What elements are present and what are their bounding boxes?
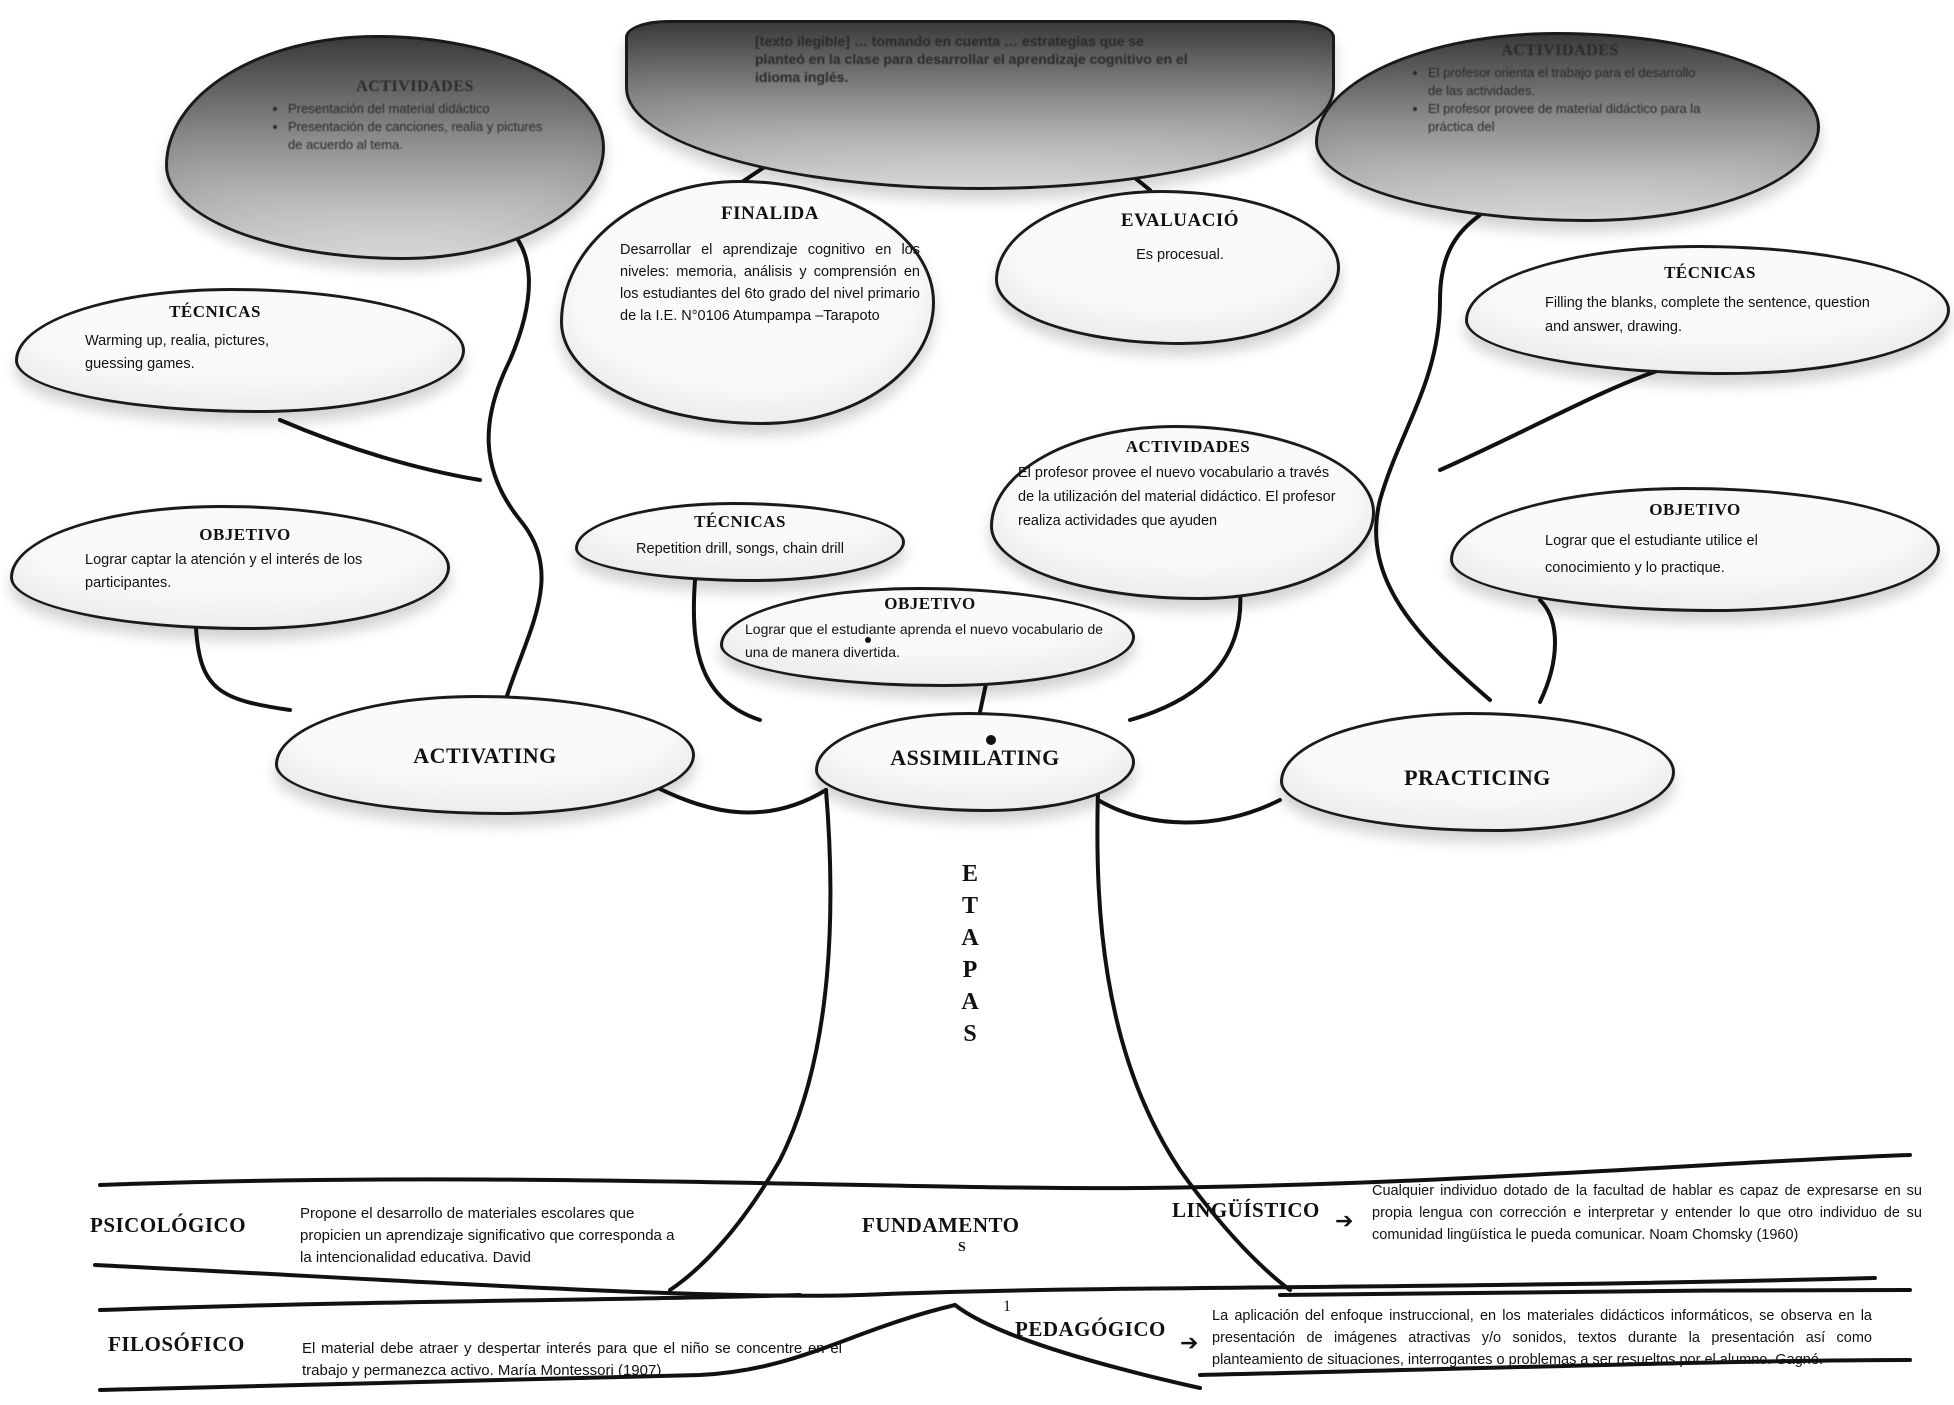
- tecnicas-right-title: TÉCNICAS: [1664, 263, 1756, 282]
- actividades-mid-content: ACTIVIDADES El profesor provee el nuevo …: [1018, 437, 1358, 587]
- finalidad-cloud: [560, 180, 935, 425]
- branch-right-main-line: [1374, 213, 1492, 702]
- assimilating-cloud: [815, 712, 1135, 812]
- actividades-left-content: ACTIVIDADES Presentación del material di…: [270, 78, 560, 228]
- foundation-center-label: FUNDAMENTO: [862, 1213, 1020, 1237]
- band-line-6: [953, 1303, 1202, 1390]
- tecnicas-left-cloud: [15, 288, 465, 413]
- actividades-left-cloud: [165, 35, 605, 260]
- actividades-right-cloud: [1315, 32, 1820, 222]
- branch-left-main-line: [486, 228, 544, 722]
- branch-objetivo-right-line: [1538, 598, 1557, 704]
- objetivo-left-text: Lograr captar la atención y el interés d…: [85, 552, 363, 591]
- filosofico-label: FILOSÓFICO: [108, 1332, 245, 1356]
- page-number: 1: [1003, 1298, 1012, 1315]
- objetivo-mid-text: Lograr que el estudiante aprenda el nuev…: [745, 621, 1104, 660]
- tecnicas-mid-content: TÉCNICAS Repetition drill, songs, chain …: [600, 512, 880, 572]
- filosofico-text: El material debe atraer y despertar inte…: [302, 1340, 842, 1379]
- actividades-mid-text: El profesor provee el nuevo vocabulario …: [1018, 465, 1336, 529]
- tecnicas-left-content: TÉCNICAS Warming up, realia, pictures, g…: [85, 302, 405, 382]
- tecnicas-mid-cloud: [575, 502, 905, 582]
- band-line-5: [98, 1303, 957, 1392]
- linguistico-label: LINGÜÍSTICO: [1172, 1198, 1320, 1222]
- pedagogico-label: PEDAGÓGICO: [1015, 1317, 1166, 1341]
- evaluacion-title: EVALUACIÓ: [1120, 210, 1240, 231]
- tecnicas-mid-text: Repetition drill, songs, chain drill: [636, 541, 844, 557]
- stage-assimilating: ASSIMILATING: [890, 745, 1060, 770]
- trunk-letter: E: [961, 861, 978, 887]
- top-banner-text: [texto ilegible] … tomando en cuenta … e…: [755, 33, 1188, 85]
- actividades-mid-title: ACTIVIDADES: [1125, 437, 1251, 456]
- trunk-right-line: [1095, 788, 1292, 1292]
- actividades-mid-cloud: [990, 425, 1375, 600]
- marker-dot: [865, 637, 871, 643]
- tecnicas-right-text: Filling the blanks, complete the sentenc…: [1545, 295, 1870, 335]
- evaluacion-text: Es procesual.: [1136, 247, 1224, 263]
- stage-practicing: PRACTICING: [1404, 765, 1551, 790]
- psicologico-label: PSICOLÓGICO: [90, 1213, 247, 1237]
- trunk-label: E T A P A S: [955, 858, 985, 1050]
- objetivo-left-title: OBJETIVO: [199, 525, 291, 544]
- tecnicas-right-content: TÉCNICAS Filling the blanks, complete th…: [1545, 263, 1875, 353]
- objetivo-mid-cloud: [720, 587, 1135, 687]
- branch-activating-line: [644, 780, 828, 815]
- finalidad-title: FINALIDA: [721, 203, 819, 224]
- objetivo-right-title: OBJETIVO: [1649, 500, 1741, 519]
- branch-tecnicas-mid-line: [691, 578, 762, 722]
- practicing-cloud: [1280, 712, 1675, 832]
- objetivo-right-cloud: [1450, 487, 1940, 612]
- actividades-left-title: ACTIVIDADES: [356, 78, 474, 95]
- branch-actividades-mid-line: [1128, 588, 1243, 722]
- trunk-letter: A: [961, 989, 979, 1015]
- band-line-3: [98, 1293, 802, 1312]
- finalidad-content: FINALIDA Desarrollar el aprendizaje cogn…: [620, 203, 920, 363]
- pedagogico-text: La aplicación del enfoque instruccional,…: [1212, 1308, 1872, 1368]
- activating-cloud: [275, 695, 695, 815]
- arrow-right-icon: ➔: [1180, 1330, 1199, 1355]
- tecnicas-left-text: Warming up, realia, pictures, guessing g…: [85, 333, 270, 372]
- branch-practicing-line: [1096, 798, 1282, 825]
- evaluacion-cloud: [995, 190, 1340, 345]
- objetivo-mid-title: OBJETIVO: [884, 594, 976, 613]
- actividades-right-item: El profesor orienta el trabajo para el d…: [1428, 64, 1710, 100]
- evaluacion-content: EVALUACIÓ Es procesual.: [1080, 210, 1280, 290]
- branch-tecnicas-right-line: [1438, 368, 1662, 472]
- tecnicas-left-title: TÉCNICAS: [169, 302, 261, 321]
- actividades-left-item: Presentación del material didáctico: [288, 100, 560, 118]
- trunk-left-line: [668, 788, 833, 1292]
- actividades-right-item: El profesor provee de material didáctico…: [1428, 100, 1710, 136]
- arrow-right-icon: ➔: [1335, 1208, 1354, 1233]
- objetivo-right-content: OBJETIVO Lograr que el estudiante utilic…: [1545, 500, 1845, 595]
- objetivo-left-content: OBJETIVO Lograr captar la atención y el …: [85, 525, 405, 615]
- objetivo-right-text: Lograr que el estudiante utilice el cono…: [1545, 533, 1758, 576]
- actividades-right-title: ACTIVIDADES: [1501, 42, 1619, 59]
- band-line-4: [1278, 1288, 1912, 1297]
- marker-dot: [986, 735, 996, 745]
- trunk-letter: S: [963, 1021, 977, 1047]
- actividades-left-item: Presentación de canciones, realia y pict…: [288, 118, 560, 154]
- trunk-letter: P: [962, 957, 978, 983]
- foundation-center-tail: S: [958, 1240, 967, 1252]
- actividades-right-content: ACTIVIDADES El profesor orienta el traba…: [1410, 42, 1710, 182]
- band-line-1: [98, 1153, 1912, 1191]
- tecnicas-mid-title: TÉCNICAS: [694, 512, 786, 531]
- finalidad-text: Desarrollar el aprendizaje cognitivo en …: [620, 242, 920, 324]
- trunk-letter: A: [961, 925, 979, 951]
- objetivo-left-cloud: [10, 505, 450, 630]
- trunk-letter: T: [961, 893, 978, 919]
- objetivo-mid-content: OBJETIVO Lograr que el estudiante aprend…: [745, 594, 1115, 679]
- band-line-2: [93, 1263, 1877, 1298]
- branch-tecnicas-left-line: [278, 418, 482, 482]
- linguistico-text: Cualquier individuo dotado de la faculta…: [1372, 1183, 1922, 1243]
- band-line-7: [1198, 1358, 1912, 1377]
- branch-objetivo-left-line: [194, 626, 292, 712]
- psicologico-text: Propone el desarrollo de materiales esco…: [300, 1205, 675, 1266]
- stage-activating: ACTIVATING: [413, 743, 557, 768]
- tecnicas-right-cloud: [1465, 245, 1950, 375]
